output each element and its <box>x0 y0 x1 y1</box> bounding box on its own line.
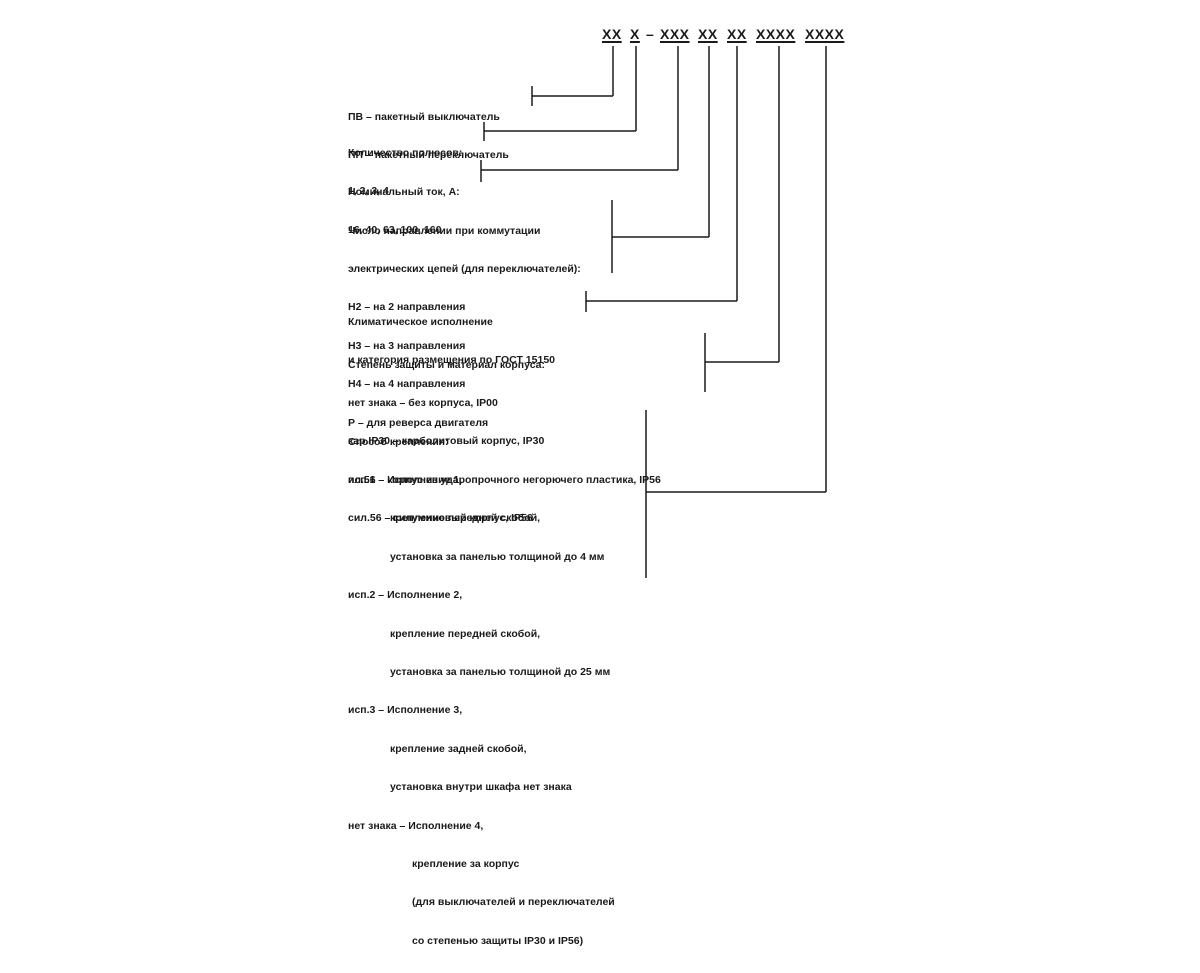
directions-description: Число направлении при коммутации электри… <box>348 199 581 455</box>
type-line: ПВ – пакетный выключатель <box>348 110 500 123</box>
code-segment-type: XX <box>602 26 622 42</box>
mounting-line: установка за панелью толщиной до 25 мм <box>390 665 611 678</box>
poles-description: Количество полюсов: 1, 2, 3, 4 <box>348 121 462 223</box>
mounting-description: Способ крепления: исп.1 – Исполнение 1, … <box>348 410 615 973</box>
mounting-line: исп.1 – Исполнение 1, <box>348 473 463 486</box>
code-segment-current: XXX <box>660 26 690 42</box>
directions-line: Н4 – на 4 направления <box>348 378 466 391</box>
protection-line: сил.56 – силуминовый корпус, IP56 <box>348 512 533 525</box>
directions-line: Число направлении при коммутации <box>348 224 541 237</box>
mounting-line: исп.3 – Исполнение 3, <box>348 704 463 717</box>
mounting-line: (для выключателей и переключателей <box>412 896 615 909</box>
mounting-line: исп.2 – Исполнение 2, <box>348 589 463 602</box>
mounting-line: крепление передней скобой, <box>390 627 541 640</box>
current-line: 16, 40, 63, 100, 160 <box>348 223 442 236</box>
mounting-line: установка за панелью толщиной до 4 мм <box>390 550 605 563</box>
current-line: Номинальный ток, А: <box>348 185 460 198</box>
designation-diagram: XX X – XXX XX XX XXXX XXXX <box>348 26 845 947</box>
poles-line: Количество полюсов: <box>348 146 463 159</box>
code-segment-directions: XX <box>698 26 718 42</box>
mounting-line: крепление за корпус <box>412 857 520 870</box>
type-line: ПП – пакетный переключатель <box>348 148 509 161</box>
directions-line: Н3 – на 3 направления <box>348 339 466 352</box>
climate-line: и категория размещения по ГОСТ 15150 <box>348 353 556 366</box>
mounting-line: крепление передней скобой, <box>390 512 541 525</box>
protection-line: нет знака – без корпуса, IP00 <box>348 396 498 409</box>
code-segment-mounting: XXXX <box>805 26 845 42</box>
directions-line: Н2 – на 2 направления <box>348 301 466 314</box>
code-segment-poles: X <box>630 26 640 42</box>
mounting-line: нет знака – Исполнение 4, <box>348 819 484 832</box>
mounting-line: со степенью защиты IP30 и IP56) <box>412 934 584 947</box>
mounting-line: установка внутри шкафа нет знака <box>390 781 572 794</box>
climate-line: Климатическое исполнение <box>348 315 493 328</box>
code-segment-protection: XXXX <box>756 26 796 42</box>
connector-lines <box>480 46 827 578</box>
climate-description: Климатическое исполнение и категория раз… <box>348 290 555 392</box>
protection-description: Степень защиты и материал корпуса: нет з… <box>348 333 661 551</box>
protection-line: кар.IP30 – карболитовый корпус, IP30 <box>348 435 545 448</box>
poles-line: 1, 2, 3, 4 <box>348 184 389 197</box>
code-segment-climate: XX <box>727 26 747 42</box>
mounting-line: крепление задней скобой, <box>390 742 527 755</box>
code-dash: – <box>646 26 655 42</box>
mounting-title: Способ крепления: <box>348 435 449 448</box>
directions-line: электрических цепей (для переключателей)… <box>348 262 581 275</box>
type-description: ПВ – пакетный выключатель ПП – пакетный … <box>348 85 509 187</box>
protection-line: пл.56 – корпус из ударопрочного негорюче… <box>348 473 661 486</box>
directions-line: Р – для реверса двигателя <box>348 416 489 429</box>
current-description: Номинальный ток, А: 16, 40, 63, 100, 160 <box>348 160 460 262</box>
protection-line: Степень защиты и материал корпуса: <box>348 358 546 371</box>
